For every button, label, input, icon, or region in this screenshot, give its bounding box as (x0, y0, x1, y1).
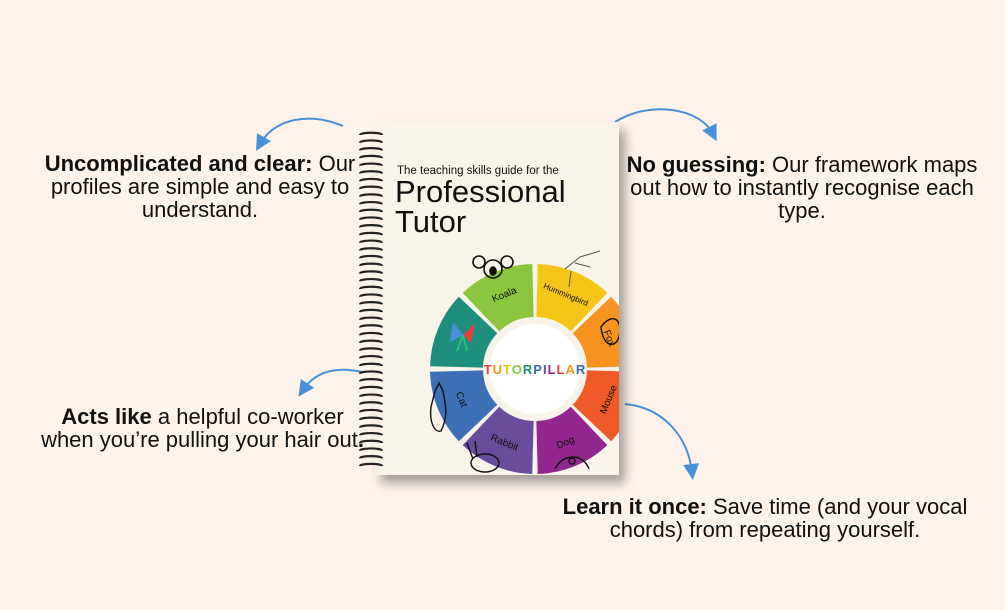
spiral-coil (358, 408, 384, 414)
callout-acts-like: Acts like a helpful co-worker when you’r… (40, 405, 365, 451)
cat-icon (429, 381, 447, 432)
wheel-segment (572, 296, 619, 368)
spiral-coil (358, 347, 384, 352)
butterfly-icon (450, 322, 475, 352)
spiral-coil (358, 254, 384, 260)
callout-heading: Learn it once: (562, 494, 707, 519)
spiral-coil (358, 239, 384, 244)
arrow-top-right (614, 108, 717, 142)
wheel-segment (572, 370, 619, 442)
wheel-segment (430, 296, 498, 368)
arrow-top-left (255, 117, 344, 151)
spiral-coil (358, 393, 384, 398)
spiral-coil (358, 308, 384, 314)
spiral-coil (358, 424, 384, 429)
arrow-bottom-right (624, 403, 700, 480)
spiral-coil (358, 247, 384, 252)
book-title: Professional Tutor (395, 174, 566, 239)
koala-icon (472, 255, 514, 279)
book-subtitle: The teaching skills guide for the (397, 165, 559, 177)
callout-no-guessing: No guessing: Our framework maps out how … (622, 153, 982, 222)
spiral-binding (358, 131, 384, 468)
spiral-coil (358, 431, 384, 437)
callout-heading: Uncomplicated and clear: (44, 151, 313, 176)
wheel-segment (462, 264, 534, 332)
spiral-coil (358, 270, 384, 275)
spiral-coil (358, 177, 384, 183)
callout-heading: No guessing: (626, 152, 766, 177)
spiral-coil (358, 316, 384, 321)
spiral-coil (358, 277, 384, 283)
callout-uncomplicated: Uncomplicated and clear: Our profiles ar… (40, 152, 360, 221)
spiral-coil (358, 401, 384, 406)
callout-period: . (357, 427, 364, 452)
spiral-coil (358, 439, 384, 445)
spiral-coil (358, 200, 384, 206)
fox-icon (600, 318, 619, 346)
spiral-coil (358, 370, 384, 375)
wheel-segment (430, 370, 498, 442)
spiral-coil (358, 147, 384, 152)
callout-learn-once: Learn it once: Save time (and your vocal… (545, 495, 985, 541)
brand-logo: TUTORPILLAR (484, 362, 587, 377)
spiral-coil (358, 139, 384, 144)
wheel-segment (536, 264, 608, 332)
callout-text: Save time (and your vocal chords) from r… (609, 494, 968, 542)
spiral-coil (358, 170, 384, 175)
spiral-coil (358, 339, 384, 344)
spiral-coil (358, 447, 384, 452)
callout-text: Our framework maps out how to instantly … (630, 152, 978, 223)
wheel-center (490, 324, 580, 414)
spiral-coil (358, 216, 384, 221)
spiral-coil (358, 462, 384, 468)
hummingbird-icon (564, 250, 601, 288)
spiral-coil (358, 154, 384, 160)
wheel-segment (536, 406, 608, 474)
dog-icon (554, 456, 590, 470)
spiral-coil (358, 185, 384, 190)
spiral-coil (358, 301, 384, 306)
arrow-bottom-left (298, 368, 363, 397)
book-title-line2: Tutor (395, 204, 467, 239)
spiral-coil (358, 131, 384, 137)
spiral-coil (358, 162, 384, 167)
callout-text: a helpful co-worker when you’re pulling … (41, 404, 358, 452)
book-cover: The teaching skills guide for the Profes… (375, 122, 619, 475)
spiral-coil (358, 362, 384, 368)
callout-heading: Acts like (61, 404, 152, 429)
spiral-coil (358, 208, 384, 214)
wheel-segment (462, 406, 534, 474)
spiral-coil (358, 331, 384, 337)
spiral-coil (358, 324, 384, 329)
spiral-coil (358, 385, 384, 391)
rabbit-icon (466, 440, 500, 473)
spiral-coil (358, 285, 384, 291)
spiral-coil (358, 262, 384, 267)
spiral-coil (358, 378, 384, 383)
callout-text: Our profiles are simple and easy to unde… (50, 151, 356, 222)
spiral-coil (358, 224, 384, 229)
spiral-coil (358, 416, 384, 421)
spiral-coil (358, 354, 384, 360)
spiral-coil (358, 231, 384, 237)
spiral-coil (358, 293, 384, 298)
book-title-line1: Professional (395, 174, 566, 209)
spiral-coil (358, 193, 384, 198)
spiral-coil (358, 455, 384, 460)
